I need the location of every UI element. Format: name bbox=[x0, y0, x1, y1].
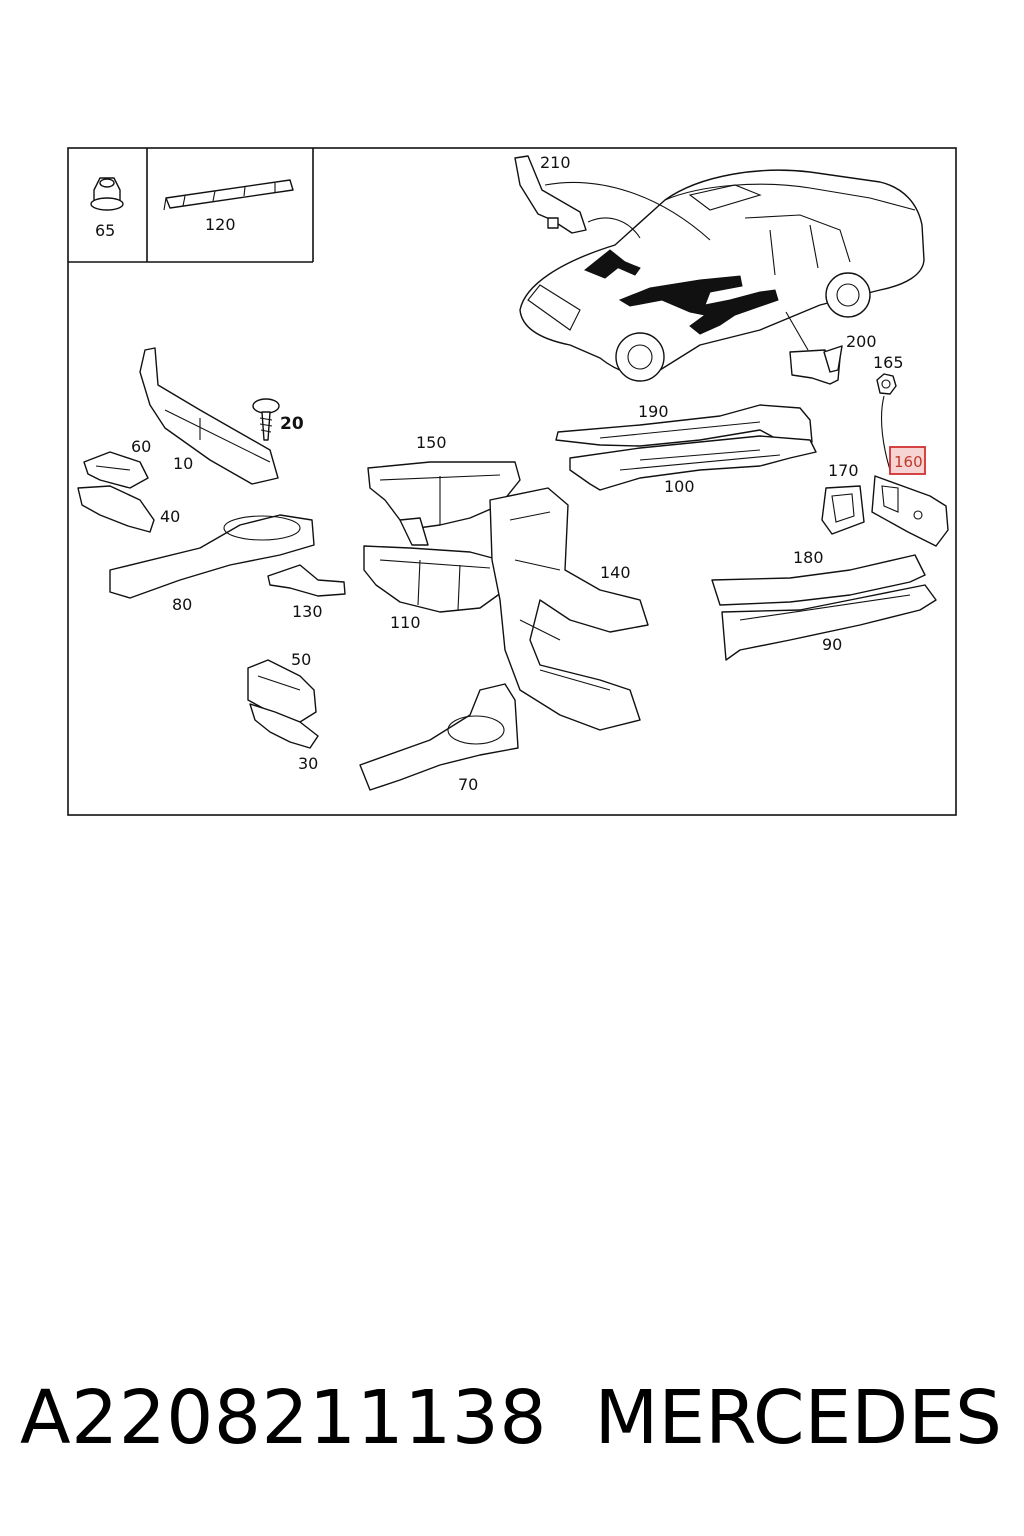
brand-label: MERCEDES bbox=[594, 1375, 1002, 1461]
car-illustration bbox=[519, 169, 925, 382]
part-40-bracket bbox=[77, 485, 155, 533]
callout-40: 40 bbox=[160, 507, 180, 526]
part-130-bracket bbox=[267, 564, 346, 597]
part-200-bracket bbox=[789, 345, 843, 385]
callout-150: 150 bbox=[416, 433, 447, 452]
part-180-sill bbox=[711, 554, 926, 606]
callout-140: 140 bbox=[600, 563, 631, 582]
caption-bar: A2208211138 MERCEDES bbox=[0, 1368, 1024, 1478]
callout-120: 120 bbox=[205, 215, 236, 234]
part-30-housing bbox=[249, 703, 319, 749]
callout-90: 90 bbox=[822, 635, 842, 654]
callout-50: 50 bbox=[291, 650, 311, 669]
callout-60: 60 bbox=[131, 437, 151, 456]
leader-210-arrow-2 bbox=[587, 217, 641, 239]
part-50-housing bbox=[247, 659, 317, 723]
part-110-housing bbox=[363, 545, 506, 613]
part-70-duct bbox=[359, 683, 519, 791]
callout-130: 130 bbox=[292, 602, 323, 621]
callout-210: 210 bbox=[540, 153, 571, 172]
highlight-box-160 bbox=[889, 446, 926, 475]
callout-180: 180 bbox=[793, 548, 824, 567]
leader-210-arrow bbox=[544, 181, 711, 241]
callout-160: 160 bbox=[894, 453, 923, 471]
part-number-label: A2208211138 bbox=[20, 1375, 547, 1461]
diagram-frame bbox=[67, 147, 957, 816]
callout-200: 200 bbox=[846, 332, 877, 351]
callout-170: 170 bbox=[828, 461, 859, 480]
callout-30: 30 bbox=[298, 754, 318, 773]
part-120-strip bbox=[163, 179, 294, 211]
part-210-bracket bbox=[514, 155, 587, 234]
part-140-tunnel bbox=[489, 487, 649, 731]
part-60-bracket bbox=[83, 451, 149, 489]
part-160-cover bbox=[871, 475, 949, 547]
part-10-crossmember bbox=[139, 347, 279, 485]
callout-10: 10 bbox=[173, 454, 193, 473]
part-65-nut bbox=[90, 177, 124, 211]
part-90-sill bbox=[721, 584, 937, 661]
callout-70: 70 bbox=[458, 775, 478, 794]
part-20-screw bbox=[252, 398, 280, 441]
callout-100: 100 bbox=[664, 477, 695, 496]
callout-65: 65 bbox=[95, 221, 115, 240]
callout-110: 110 bbox=[390, 613, 421, 632]
callout-190: 190 bbox=[638, 402, 669, 421]
part-100-rail bbox=[569, 435, 817, 491]
part-150-duct bbox=[367, 461, 521, 546]
part-165-clip bbox=[876, 373, 897, 471]
callout-80: 80 bbox=[172, 595, 192, 614]
leader-200 bbox=[785, 311, 809, 351]
callout-165: 165 bbox=[873, 353, 904, 372]
part-170-pad bbox=[821, 485, 865, 535]
callout-20: 20 bbox=[280, 414, 304, 434]
part-80-duct bbox=[109, 514, 315, 599]
